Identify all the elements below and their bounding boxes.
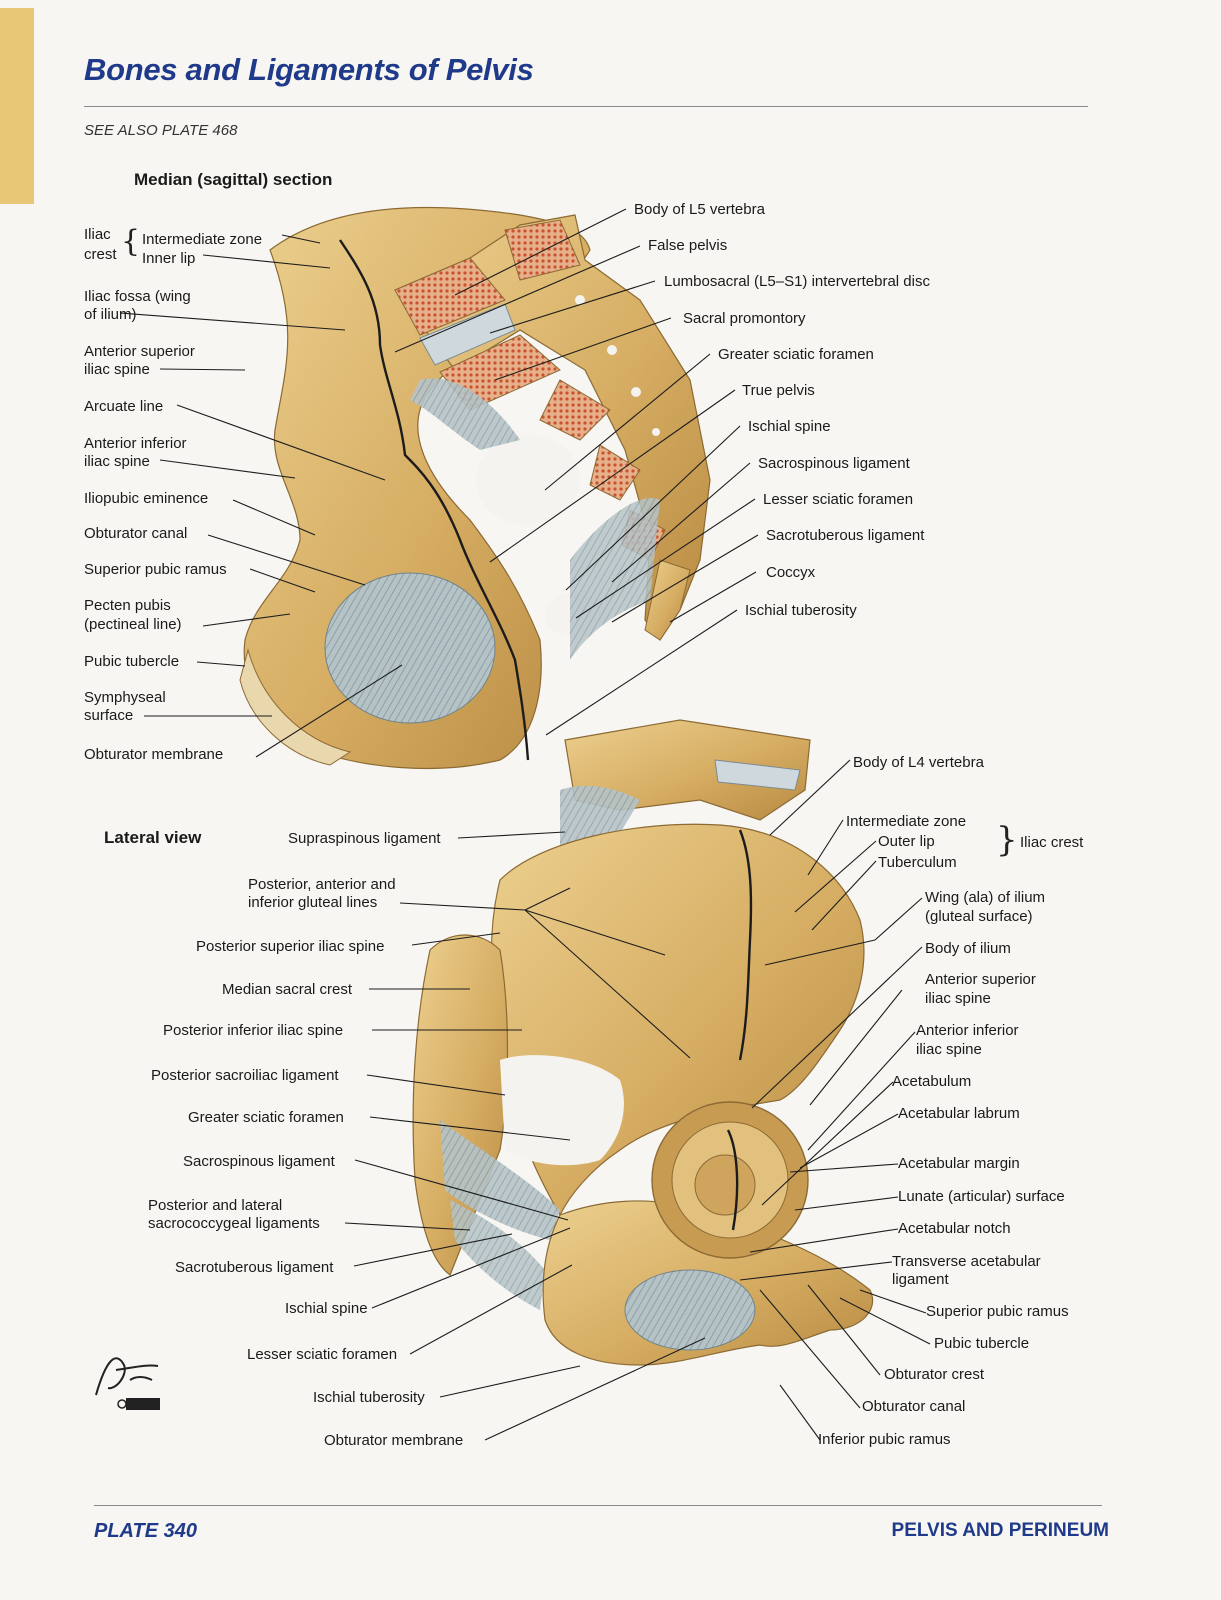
lateral-view-drawing <box>412 719 874 1366</box>
label-body-l4: Body of L4 vertebra <box>853 754 984 771</box>
label-gluteal-lines-1: Posterior, anterior and <box>248 876 396 893</box>
label-pubic-tubercle-median: Pubic tubercle <box>84 653 180 670</box>
label-obturator-crest: Obturator crest <box>884 1366 985 1383</box>
label-crest: crest <box>84 246 117 263</box>
label-inferior-pubic-ramus: Inferior pubic ramus <box>818 1431 951 1448</box>
label-pecten-pubis-2: (pectineal line) <box>84 616 182 633</box>
label-wing-ilium-1: Wing (ala) of ilium <box>925 889 1046 906</box>
label-sacrococcygeal-1: Posterior and lateral <box>148 1197 283 1214</box>
label-superior-pubic-ramus-lateral: Superior pubic ramus <box>926 1303 1069 1320</box>
label-coccyx: Coccyx <box>766 564 816 581</box>
label-asis-median-1: Anterior superior <box>84 343 195 360</box>
label-symphyseal-2: surface <box>84 707 134 724</box>
plate-number: PLATE 340 <box>94 1520 197 1542</box>
label-body-l5: Body of L5 vertebra <box>634 201 765 218</box>
label-intermediate-zone-median: Intermediate zone <box>142 231 263 248</box>
label-lesser-sciatic-foramen-median: Lesser sciatic foramen <box>763 491 914 508</box>
label-piis: Posterior inferior iliac spine <box>163 1022 344 1039</box>
label-intermediate-zone-lateral: Intermediate zone <box>846 813 967 830</box>
label-sacrotuberous-ligament-median: Sacrotuberous ligament <box>766 527 925 544</box>
label-psis: Posterior superior iliac spine <box>196 938 385 955</box>
label-ischial-tuberosity-lateral: Ischial tuberosity <box>313 1389 425 1406</box>
footer-rule <box>94 1505 1102 1506</box>
label-greater-sciatic-foramen-median: Greater sciatic foramen <box>718 346 874 363</box>
label-greater-sciatic-foramen-lateral: Greater sciatic foramen <box>188 1109 344 1126</box>
label-arcuate-line: Arcuate line <box>84 398 164 415</box>
label-iliac-fossa-1: Iliac fossa (wing <box>84 288 191 305</box>
iliac-crest-lateral-brace: } <box>996 820 1018 860</box>
label-asis-median-2: iliac spine <box>84 361 150 378</box>
label-aiis-lateral-2: iliac spine <box>916 1041 982 1058</box>
label-sacrospinous-ligament-median: Sacrospinous ligament <box>758 455 910 472</box>
label-asis-lateral-2: iliac spine <box>925 990 991 1007</box>
label-false-pelvis: False pelvis <box>648 237 728 254</box>
see-also-note: SEE ALSO PLATE 468 <box>84 122 238 139</box>
label-aiis-median-1: Anterior inferior <box>84 435 187 452</box>
label-ischial-spine-median: Ischial spine <box>748 418 831 435</box>
label-sacrotuberous-ligament-lateral: Sacrotuberous ligament <box>175 1259 334 1276</box>
label-wing-ilium-2: (gluteal surface) <box>925 908 1033 925</box>
label-body-ilium: Body of ilium <box>925 940 1011 957</box>
label-obturator-canal-median: Obturator canal <box>84 525 188 542</box>
lateral-view-heading: Lateral view <box>104 828 202 847</box>
label-transverse-ligament-1: Transverse acetabular <box>892 1253 1041 1270</box>
label-obturator-canal-lateral: Obturator canal <box>862 1398 966 1415</box>
label-iliac-crest-lateral: Iliac crest <box>1020 834 1084 851</box>
label-sacrospinous-ligament-lateral: Sacrospinous ligament <box>183 1153 335 1170</box>
label-supraspinous-ligament: Supraspinous ligament <box>288 830 441 847</box>
label-pubic-tubercle-lateral: Pubic tubercle <box>934 1335 1030 1352</box>
label-ischial-tuberosity-median: Ischial tuberosity <box>745 602 857 619</box>
label-acetabulum: Acetabulum <box>892 1073 972 1090</box>
median-section-drawing <box>239 206 711 769</box>
chapter-tab <box>0 8 34 204</box>
label-median-sacral-crest: Median sacral crest <box>222 981 353 998</box>
label-iliac: Iliac <box>84 226 111 243</box>
label-lesser-sciatic-foramen-lateral: Lesser sciatic foramen <box>247 1346 398 1363</box>
label-obturator-membrane-median: Obturator membrane <box>84 746 224 763</box>
chapter-name: PELVIS AND PERINEUM <box>891 1520 1109 1541</box>
label-superior-pubic-ramus-median: Superior pubic ramus <box>84 561 227 578</box>
artist-signature-logo <box>95 1357 160 1410</box>
label-lumbosacral-disc: Lumbosacral (L5–S1) intervertebral disc <box>664 273 930 290</box>
label-outer-lip: Outer lip <box>878 833 935 850</box>
label-acetabular-notch: Acetabular notch <box>898 1220 1011 1237</box>
label-lunate-surface: Lunate (articular) surface <box>898 1188 1065 1205</box>
label-acetabular-margin: Acetabular margin <box>898 1155 1020 1172</box>
label-obturator-membrane-lateral: Obturator membrane <box>324 1432 464 1449</box>
label-posterior-sacroiliac-ligament: Posterior sacroiliac ligament <box>151 1067 339 1084</box>
label-gluteal-lines-2: inferior gluteal lines <box>248 894 378 911</box>
label-ischial-spine-lateral: Ischial spine <box>285 1300 368 1317</box>
label-tuberculum: Tuberculum <box>878 854 957 871</box>
label-sacrococcygeal-2: sacrococcygeal ligaments <box>148 1215 320 1232</box>
page-title: Bones and Ligaments of Pelvis <box>84 52 534 87</box>
label-iliac-fossa-2: of ilium) <box>84 306 137 323</box>
label-inner-lip: Inner lip <box>142 250 196 267</box>
label-sacral-promontory: Sacral promontory <box>683 310 806 327</box>
label-transverse-ligament-2: ligament <box>892 1271 949 1288</box>
label-true-pelvis: True pelvis <box>742 382 815 399</box>
label-acetabular-labrum: Acetabular labrum <box>898 1105 1020 1122</box>
label-asis-lateral-1: Anterior superior <box>925 971 1036 988</box>
label-pecten-pubis-1: Pecten pubis <box>84 597 171 614</box>
median-section-heading: Median (sagittal) section <box>134 170 333 189</box>
iliac-crest-brace: { <box>121 224 141 259</box>
label-aiis-lateral-1: Anterior inferior <box>916 1022 1019 1039</box>
title-rule <box>84 106 1088 107</box>
label-iliopubic-eminence: Iliopubic eminence <box>84 490 209 507</box>
leader-lines <box>119 208 931 1441</box>
label-symphyseal-1: Symphyseal <box>84 689 166 706</box>
label-aiis-median-2: iliac spine <box>84 453 150 470</box>
